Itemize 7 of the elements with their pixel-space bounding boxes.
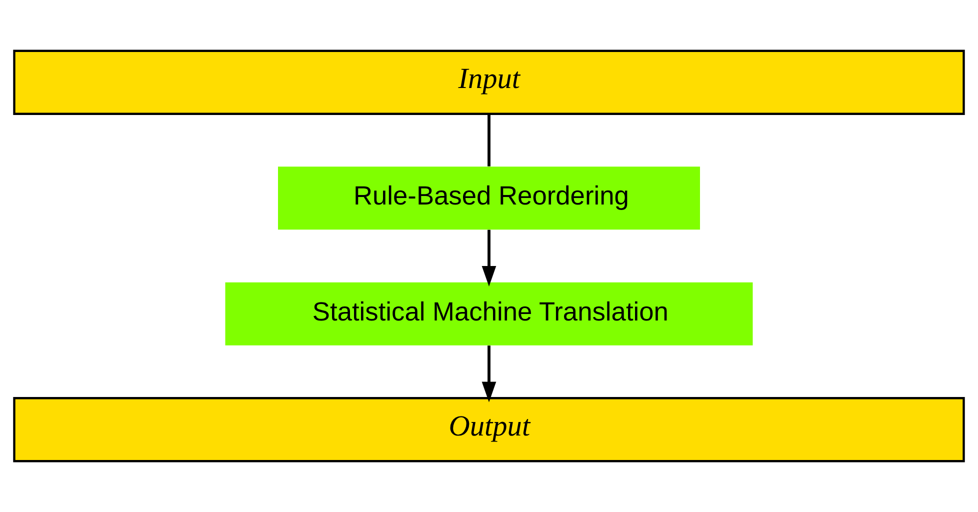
node-box: Input xyxy=(13,50,965,115)
connector xyxy=(488,114,490,166)
arrow xyxy=(482,346,496,402)
node-box: Output xyxy=(13,397,965,462)
arrow xyxy=(482,230,496,287)
node-box: Statistical Machine Translation xyxy=(225,282,753,346)
node-box: Rule-Based Reordering xyxy=(278,166,700,230)
